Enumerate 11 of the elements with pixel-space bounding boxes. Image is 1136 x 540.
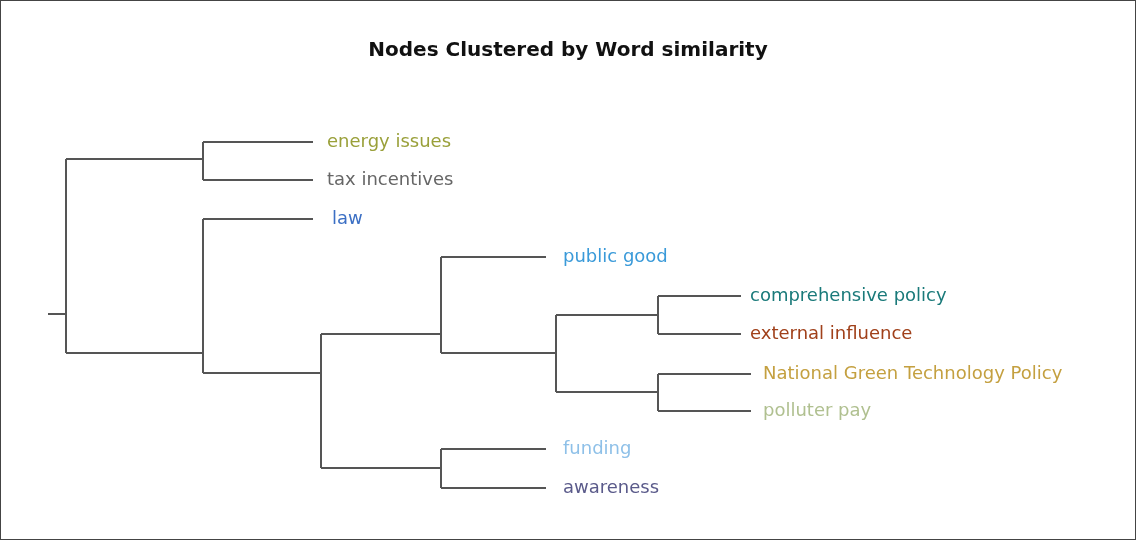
leaf-label: funding	[563, 437, 632, 459]
leaf-label: polluter pay	[763, 399, 872, 421]
chart-title: Nodes Clustered by Word similarity	[367, 37, 769, 61]
leaf-label: awareness	[563, 476, 660, 498]
leaf-label: law	[332, 207, 363, 229]
leaf-label: energy issues	[327, 130, 452, 152]
leaf-label: tax incentives	[327, 168, 454, 190]
leaf-label: external influence	[750, 322, 913, 344]
leaf-label: public good	[563, 245, 668, 267]
leaf-label: National Green Technology Policy	[763, 362, 1063, 384]
leaf-label: comprehensive policy	[750, 284, 947, 306]
